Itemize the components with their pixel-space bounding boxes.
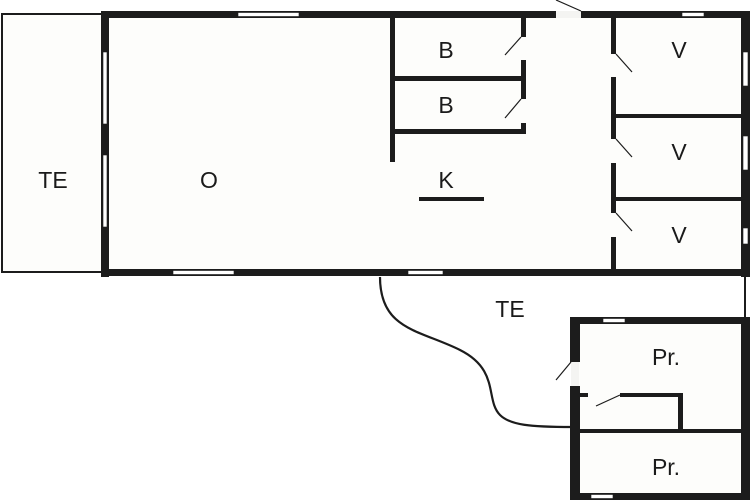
- entry-door-swing: [555, 0, 582, 12]
- room-label-bath-2: B: [438, 92, 453, 118]
- entry-door-gap: [556, 11, 581, 18]
- storage-building-walls: [555, 317, 750, 500]
- bathroom-walls: [390, 16, 526, 162]
- room-label-bedroom-3: V: [671, 222, 687, 248]
- room-label-bedroom-1: V: [671, 37, 687, 63]
- room-label-kitchen: K: [438, 167, 454, 193]
- room-label-storage-1: Pr.: [652, 344, 680, 370]
- room-label-storage-2: Pr.: [652, 454, 680, 480]
- windows: [102, 12, 749, 275]
- kitchen-counter: [419, 197, 484, 201]
- room-label-bedroom-2: V: [671, 139, 687, 165]
- bedroom-walls: [611, 16, 744, 272]
- main-floor-area: [108, 16, 748, 270]
- terrace-west-area: [1, 14, 104, 272]
- room-label-terrace-west: TE: [38, 167, 67, 193]
- room-label-terrace-south: TE: [495, 296, 524, 322]
- room-label-living: O: [200, 167, 218, 193]
- room-label-bath-1: B: [438, 37, 453, 63]
- terrace-south-outline: [378, 276, 573, 429]
